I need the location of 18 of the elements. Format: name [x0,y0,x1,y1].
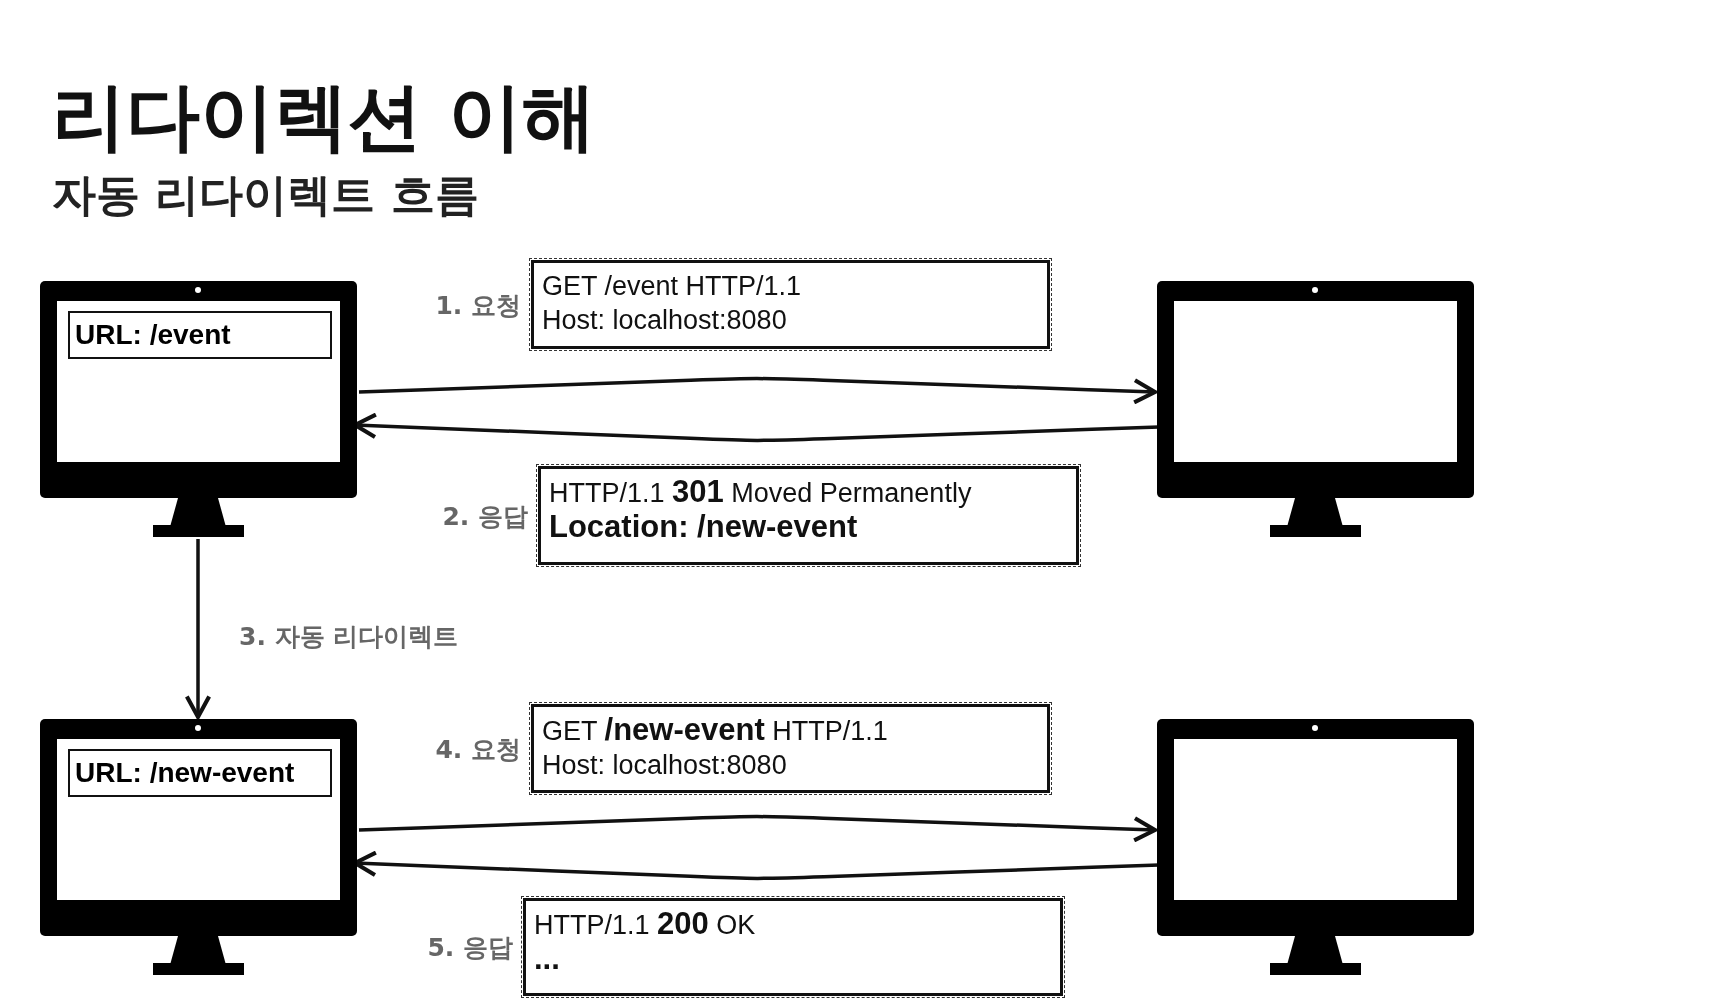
http-message-text: HTTP/1.1 301 Moved Permanently Location: /new-event [549,475,973,545]
step-label: 5. 응답 [427,932,513,964]
http-message-box [523,898,1063,996]
step-label: 2. 응답 [442,500,528,533]
arrow [358,376,1158,405]
http-message-box [538,466,1079,565]
http-message-text: GET /new-event HTTP/1.1 Host: localhost:8080 [542,713,889,782]
http-message-box [531,260,1050,349]
http-message-text: GET /event HTTP/1.1 Host: localhost:8080 [542,270,803,337]
title: 리다이렉션 이해 [52,72,596,161]
step-label: 4. 요청 [435,733,521,766]
step-label: 1. 요청 [435,289,521,322]
subtitle: 자동 리다이렉트 흐름 [52,168,479,222]
http-message-text: HTTP/1.1 200 OK ... [534,907,757,977]
url-bar: URL: /event [68,311,332,359]
arrow [358,814,1158,843]
http-message-box [531,704,1050,793]
url-bar: URL: /new-event [68,749,332,797]
